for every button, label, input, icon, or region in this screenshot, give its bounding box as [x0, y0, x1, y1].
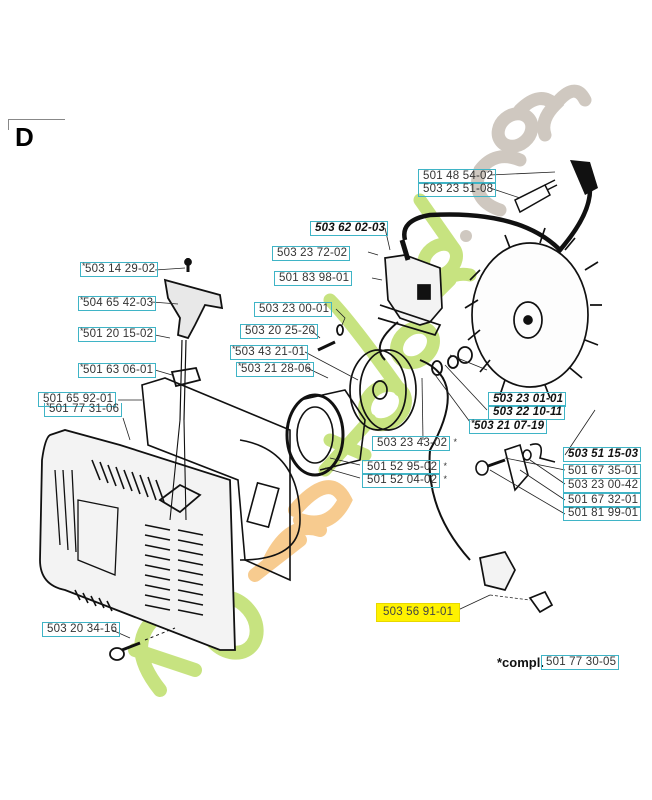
footnote-compl: *compl.: [497, 655, 544, 670]
part-number: 501 67 32-01: [568, 494, 639, 506]
part-number: 503 20 25-20: [245, 325, 316, 337]
part-label[interactable]: *501 20 15-02: [78, 326, 157, 342]
cover-screw: [109, 627, 176, 661]
part-number: 501 83 98-01: [279, 272, 350, 284]
part-number: 503 23 43-02: [377, 437, 448, 449]
star-marker: *: [232, 344, 236, 354]
ht-lead: [402, 189, 593, 254]
star-marker: *: [453, 437, 458, 447]
part-label[interactable]: *503 43 21-01: [230, 344, 309, 360]
part-label[interactable]: 503 23 51-08: [418, 182, 497, 197]
part-label[interactable]: 503 20 25-20: [240, 324, 319, 339]
part-label[interactable]: 503 62 02-03: [310, 221, 389, 236]
section-corner-mark: [8, 119, 65, 130]
ignition-module: [377, 239, 443, 337]
part-label[interactable]: 503 23 00-42: [563, 478, 642, 493]
part-number: 501 77 31-06: [49, 403, 120, 415]
part-label[interactable]: 503 23 72-02: [272, 246, 351, 261]
part-label[interactable]: 501 67 35-01: [563, 464, 642, 479]
flywheel: [464, 227, 602, 399]
part-number: 503 21 07-19: [474, 420, 545, 432]
part-number: 501 63 06-01: [83, 364, 154, 376]
part-label[interactable]: 501 52 95-02 *: [362, 460, 447, 475]
star-marker: *: [443, 461, 448, 471]
part-number: 501 52 04-02: [367, 474, 438, 486]
part-number: 501 65 92-01: [43, 393, 114, 405]
washers-and-nut: [317, 324, 473, 376]
part-number: 503 62 02-03: [315, 222, 386, 234]
stop-switch: [479, 551, 554, 614]
rope-pulley: [349, 349, 417, 431]
part-label[interactable]: 501 67 32-01: [563, 493, 642, 508]
star-marker: *: [80, 362, 84, 372]
part-label-highlighted[interactable]: 503 56 91-01: [376, 603, 461, 622]
part-number: 503 56 91-01: [383, 606, 454, 618]
part-number: 503 14 29-02: [85, 263, 156, 275]
pawl-assembly: [475, 443, 556, 492]
section-letter: D: [15, 122, 34, 152]
star-marker: *: [471, 418, 475, 428]
part-label[interactable]: 501 65 92-01: [38, 392, 117, 407]
part-label[interactable]: 501 77 30-05: [541, 655, 620, 670]
part-label[interactable]: *501 63 06-01: [78, 362, 157, 378]
part-label[interactable]: 501 52 04-02 *: [362, 473, 447, 488]
part-label[interactable]: *501 77 31-06: [44, 401, 123, 417]
part-number: 504 65 42-03: [83, 297, 154, 309]
part-label[interactable]: 501 83 98-01: [274, 271, 353, 286]
cover-vents: [74, 459, 204, 616]
leader-lines: [111, 171, 596, 639]
part-label[interactable]: *503 21 28-06: [236, 361, 315, 377]
star-marker: *: [443, 474, 448, 484]
part-number: 503 21 28-06: [241, 363, 312, 375]
part-label[interactable]: 503 23 01-01: [488, 392, 567, 407]
part-label[interactable]: *503 14 29-02: [80, 261, 159, 277]
part-label[interactable]: 503 22 10-11: [488, 405, 566, 420]
star-marker: *: [82, 261, 86, 271]
spark-plug: [514, 179, 558, 214]
star-marker: *: [80, 326, 84, 336]
part-label[interactable]: 503 23 00-01: [254, 302, 333, 317]
watermark-letter-a: [390, 320, 440, 370]
part-label[interactable]: 503 20 34-16: [42, 622, 121, 637]
spark-plug-boot: [570, 160, 598, 195]
star-marker: *: [46, 401, 50, 411]
part-label[interactable]: 503 23 43-02 *: [372, 436, 457, 451]
part-label[interactable]: *503 21 07-19: [469, 418, 548, 434]
part-number: 503 43 21-01: [235, 346, 306, 358]
part-number: 503 20 34-16: [47, 623, 118, 635]
part-number: 503 51 15-03: [568, 448, 639, 460]
part-number: 503 23 01-01: [493, 393, 564, 405]
watermark-dotcom: [460, 84, 592, 242]
part-number: 501 77 30-05: [546, 656, 617, 668]
part-number: 501 81 99-01: [568, 507, 639, 519]
part-label[interactable]: *504 65 42-03: [78, 295, 157, 311]
part-number: 503 23 00-42: [568, 479, 639, 491]
star-marker: *: [238, 361, 242, 371]
spring-housing: [285, 389, 366, 477]
part-label[interactable]: 501 81 99-01: [563, 506, 642, 521]
part-label[interactable]: 503 51 15-03: [563, 447, 642, 462]
part-label[interactable]: 501 48 54-02: [418, 169, 497, 184]
starter-cover: [39, 429, 236, 651]
part-number: 501 48 54-02: [423, 170, 494, 182]
part-number: 503 23 51-08: [423, 183, 494, 195]
watermark-letter-t: [318, 413, 377, 477]
module-cable: [378, 321, 399, 361]
star-marker: *: [80, 295, 84, 305]
part-number: 501 67 35-01: [568, 465, 639, 477]
part-number: 503 23 00-01: [259, 303, 330, 315]
starter-back-plate: [141, 377, 301, 582]
part-number: 501 20 15-02: [83, 328, 154, 340]
starter-handle: [163, 258, 224, 521]
watermark-letter-e: [288, 480, 353, 530]
part-number: 503 22 10-11: [493, 406, 563, 418]
part-number: 501 52 95-02: [367, 461, 438, 473]
part-number: 503 23 72-02: [277, 247, 348, 259]
